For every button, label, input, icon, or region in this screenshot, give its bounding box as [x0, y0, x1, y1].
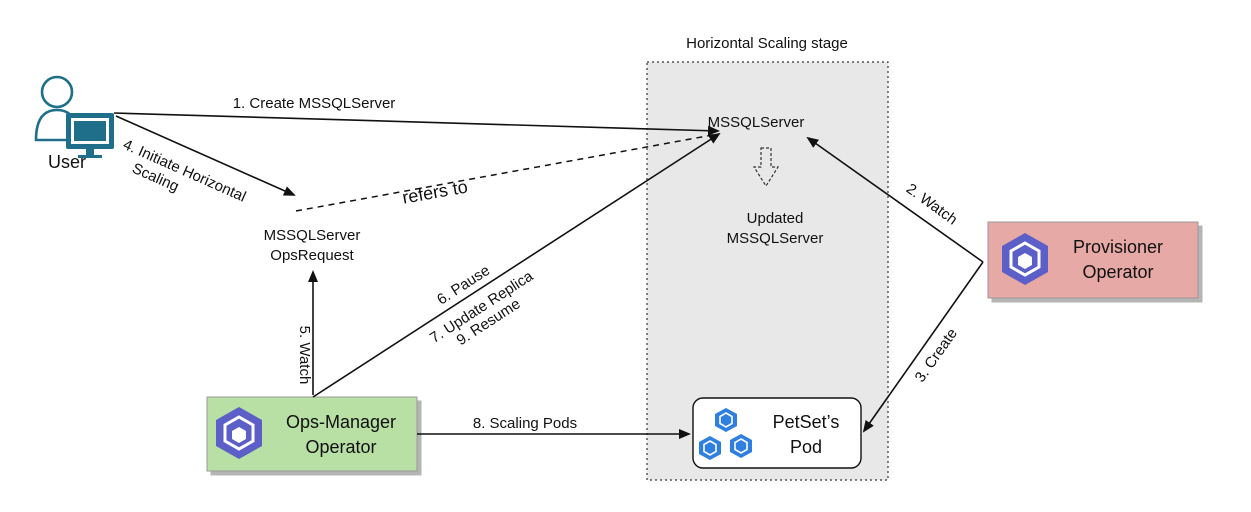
petset-label-line1: PetSet’s: [773, 412, 840, 432]
mssqlserver-label: MSSQLServer: [708, 114, 805, 131]
operator-hexagon-icon: [216, 407, 262, 459]
edge-ops-update: [312, 132, 721, 398]
opsrequest-label-line2: OpsRequest: [270, 247, 354, 264]
edge-create-mssqlserver: [113, 112, 720, 136]
edge-label-provisioner-watch: 2. Watch: [903, 180, 960, 228]
user-icon: [34, 75, 114, 158]
petset-label-line2: Pod: [790, 437, 822, 457]
dashed-down-arrow: [752, 147, 780, 188]
edge-label-create-pod: 3. Create: [912, 325, 961, 385]
stage-title: Horizontal Scaling stage: [686, 35, 848, 52]
edge-refers-to: [295, 133, 719, 212]
edge-label-create-mssqlserver: 1. Create MSSQLServer: [233, 95, 396, 112]
provisioner-label-line2: Operator: [1082, 262, 1153, 282]
edge-label-scaling-pods: 8. Scaling Pods: [473, 415, 577, 432]
edge-create-pod: [862, 261, 984, 433]
opsmanager-operator-box: Ops-Manager Operator: [206, 396, 418, 472]
provisioner-operator-box: Provisioner Operator: [987, 221, 1199, 299]
user-label: User: [48, 152, 86, 172]
operator-hexagon-icon: [1002, 233, 1048, 285]
provisioner-label-line1: Provisioner: [1073, 237, 1163, 257]
edge-label-refers-to: refers to: [401, 177, 470, 208]
edge-provisioner-watch: [806, 136, 984, 263]
updated-label-line1: Updated: [747, 210, 804, 227]
edge-initiate-scaling: [115, 115, 296, 196]
updated-label-line2: MSSQLServer: [727, 230, 824, 247]
opsmanager-label-line1: Ops-Manager: [286, 412, 396, 432]
edge-label-opsmanager-watch: 5. Watch: [296, 326, 313, 385]
pod-cubes-icon: [699, 408, 752, 460]
petset-pod-box: PetSet’s Pod: [692, 397, 862, 469]
opsmanager-label-line2: Operator: [305, 437, 376, 457]
opsrequest-label-line1: MSSQLServer: [264, 227, 361, 244]
